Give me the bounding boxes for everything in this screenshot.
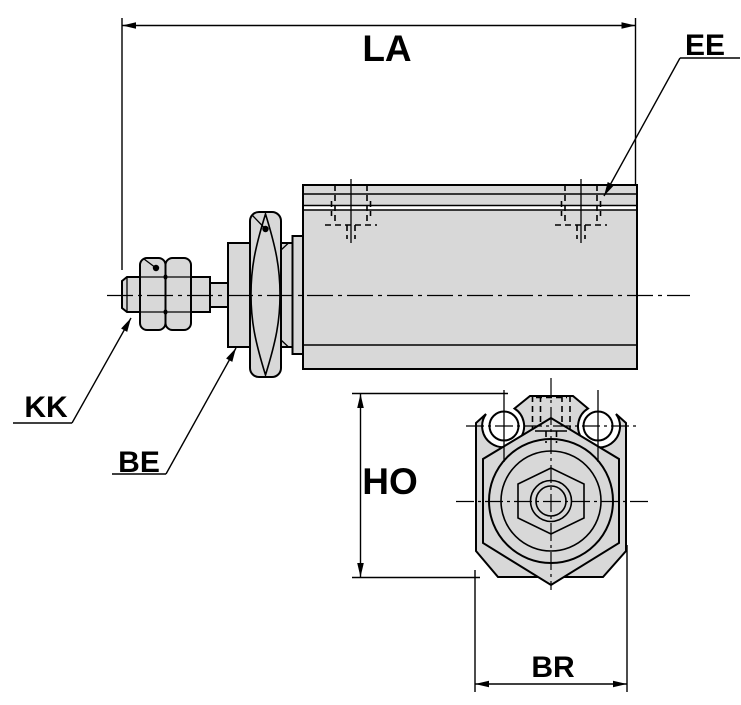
rod-nut-2 [164, 257, 192, 331]
port-left-pilot-lines [346, 225, 356, 239]
port-right-pilot-lines [576, 225, 586, 239]
ho-arrow-bottom [357, 563, 364, 577]
dim-label-ho: HO [362, 461, 418, 502]
dim-label-la: LA [362, 28, 411, 69]
la-arrow-right [621, 22, 636, 29]
dim-label-be: BE [118, 446, 160, 479]
dimension-br: BR [474, 545, 628, 692]
la-arrow-left [122, 22, 136, 29]
port-left-counterbore-lines [330, 201, 372, 216]
kk-leader-line [71, 317, 132, 424]
callout-kk: KK [13, 317, 132, 424]
ee-leader-line [603, 57, 681, 197]
side-view [107, 179, 690, 378]
kk-arrow [121, 318, 131, 332]
mounting-nut-callout-line [251, 214, 266, 230]
mounting-nut [249, 211, 282, 378]
dimension-ho: HO [352, 392, 508, 579]
end-view-lines [456, 378, 650, 590]
end-port-thread-lines [539, 396, 563, 426]
ee-arrow [604, 182, 614, 196]
rod-nut-1 [139, 257, 167, 331]
br-arrow-left [475, 680, 489, 688]
be-leader-line [165, 347, 237, 475]
dimension-la: LA [121, 18, 637, 270]
nut-facet-dot-2 [163, 309, 168, 315]
callout-ee: EE [603, 29, 740, 197]
be-arrow [226, 348, 236, 362]
ho-arrow-top [357, 394, 364, 408]
port-left-bore-lines [334, 185, 368, 225]
port-left [325, 179, 377, 243]
body-gasket-strip [304, 205, 636, 210]
port-right-counterbore-lines [560, 201, 602, 216]
mount-collar-chamfer [280, 243, 289, 347]
nut-facet-dot-1 [163, 274, 168, 280]
dim-label-br: BR [531, 651, 575, 684]
mounting-nut-facet [250, 211, 281, 378]
end-port-bore-lines [531, 396, 571, 430]
rod-nut-callout-line [143, 258, 157, 269]
hole-centerlines-vertical [503, 390, 599, 462]
port-right [555, 179, 607, 243]
br-arrow-right [613, 680, 627, 688]
port-right-bore-lines [564, 185, 598, 225]
dim-label-ee: EE [685, 29, 725, 62]
callout-be: BE [112, 347, 237, 479]
dim-label-kk: KK [24, 391, 68, 424]
cylinder-body [302, 184, 638, 370]
end-port-pilot-lines [545, 431, 558, 443]
